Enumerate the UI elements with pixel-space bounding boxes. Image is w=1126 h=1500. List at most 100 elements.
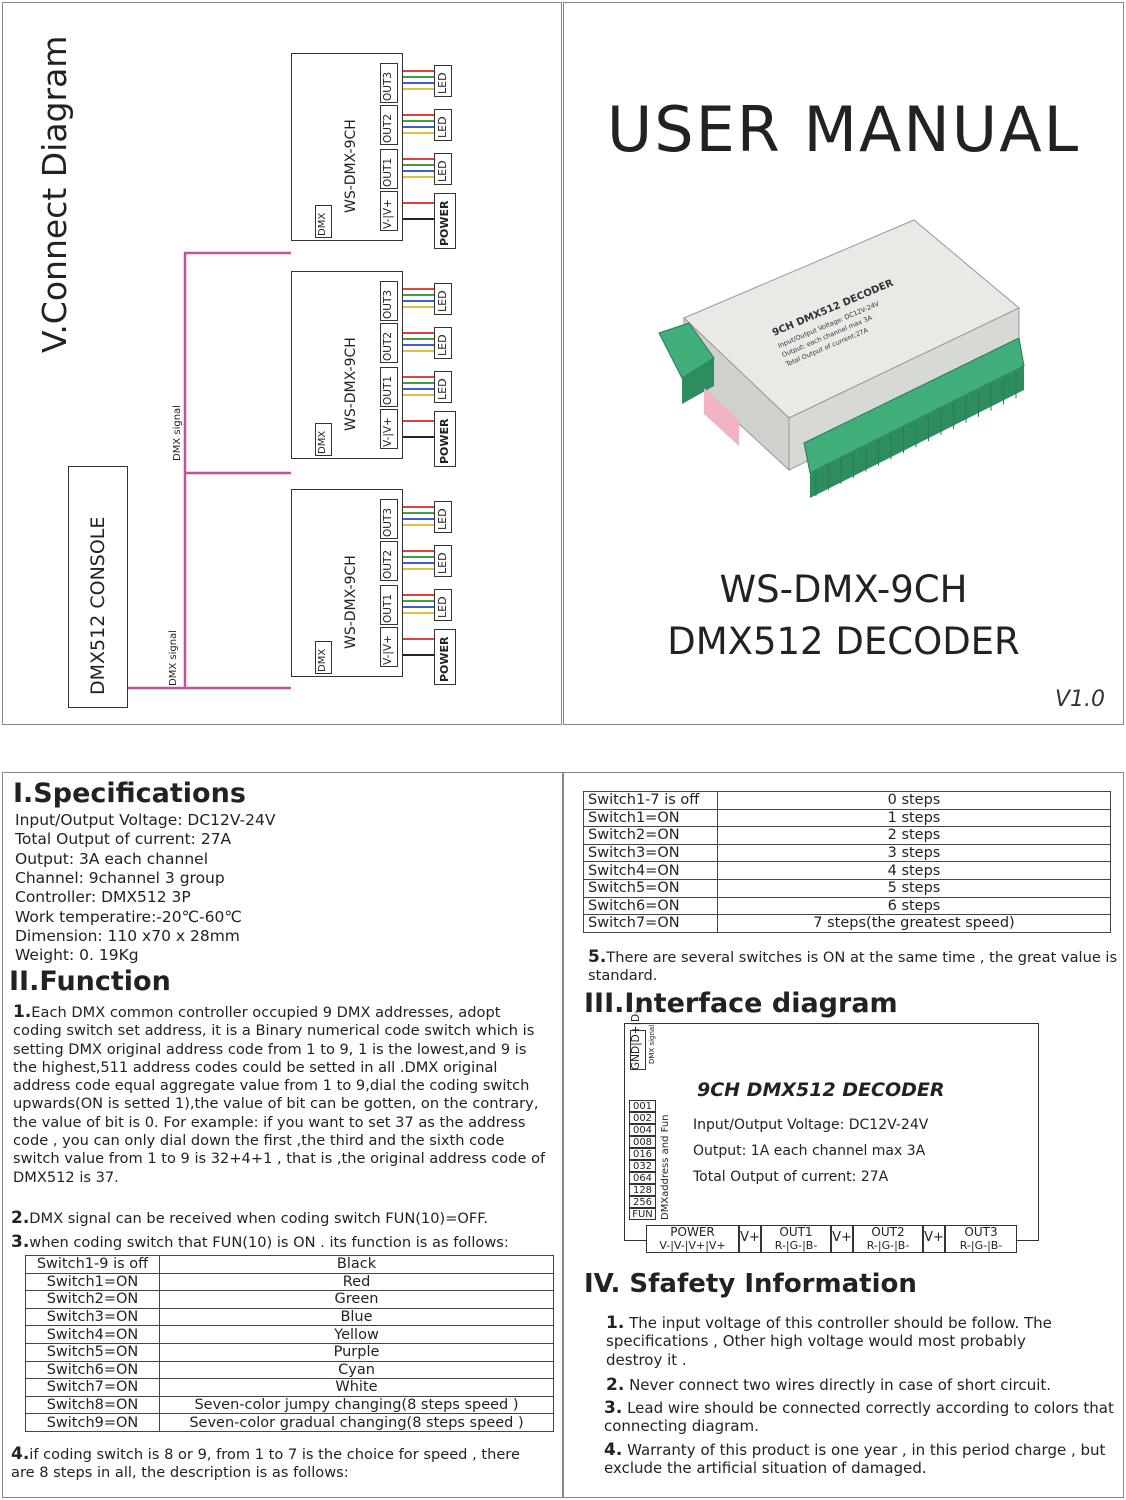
- address-switch-box: 032: [629, 1160, 656, 1172]
- table-cell-switch: Switch7=ON: [583, 914, 718, 933]
- table-cell-switch: Switch1=ON: [25, 1272, 160, 1292]
- safety-item-2: 2. Never connect two wires directly in c…: [606, 1375, 1052, 1395]
- spec-line: Controller: DMX512 3P: [15, 888, 191, 907]
- led-box: [434, 589, 452, 621]
- speed-note-text: There are several switches is ON at the …: [588, 949, 1118, 985]
- table-cell-switch: Switch2=ON: [583, 826, 718, 845]
- table-cell-value: 5 steps: [717, 878, 1111, 898]
- table-cell-value: Green: [159, 1290, 554, 1309]
- module-out1: [380, 367, 398, 407]
- function-item-2-text: DMX signal can be received when coding s…: [29, 1210, 488, 1227]
- module-out2-label: OUT2: [382, 331, 394, 361]
- table-cell-value: 4 steps: [717, 861, 1111, 880]
- table-cell-switch: Switch1-9 is off: [25, 1255, 160, 1274]
- table-cell-switch: Switch6=ON: [25, 1360, 160, 1380]
- function-item-4-num: 4.: [11, 1444, 30, 1464]
- power-supply-label: POWER: [438, 200, 451, 246]
- cover-panel: USER MANUAL 9CH DMX512 DECODER Input/Out…: [563, 2, 1124, 725]
- module-power-in: [380, 191, 398, 231]
- address-switch-box: 256: [629, 1196, 656, 1208]
- speed-note: 5.There are several switches is ON at th…: [588, 948, 1118, 986]
- module-dmx-label: DMX: [317, 212, 328, 236]
- function-item-3: 3.when coding switch that FUN(10) is ON …: [11, 1233, 563, 1252]
- module-out2-label: OUT2: [382, 549, 394, 579]
- led-box: [434, 283, 452, 315]
- cover-product: DMX512 DECODER: [667, 620, 1020, 663]
- module-out3: [380, 281, 398, 321]
- cover-model: WS-DMX-9CH: [719, 568, 968, 611]
- module-out2: [380, 105, 398, 145]
- spec-line: Total Output of current: 27A: [15, 830, 232, 849]
- table-cell-switch: Switch5=ON: [25, 1342, 160, 1362]
- module-out2: [380, 541, 398, 581]
- speed-note-num: 5.: [588, 947, 607, 967]
- table-cell-value: Red: [159, 1272, 554, 1292]
- interface-line-2: Output: 1A each channel max 3A: [693, 1143, 926, 1159]
- table-cell-value: Purple: [159, 1342, 554, 1362]
- led-box: [434, 501, 452, 533]
- table-cell-switch: Switch1=ON: [583, 808, 718, 828]
- power-supply-box: [434, 411, 456, 467]
- led-label: LED: [436, 596, 449, 618]
- connect-diagram-panel: V.Connect Diagram DMX512 CONSOLE DMX sig…: [2, 2, 562, 725]
- safety-item-3: 3. Lead wire should be connected correct…: [604, 1398, 1114, 1436]
- spec-line: Dimension: 110 x70 x 28mm: [15, 926, 240, 945]
- interface-heading: III.Interface diagram: [584, 988, 898, 1019]
- module-out2-label: OUT2: [382, 113, 394, 143]
- function-heading: II.Function: [9, 966, 171, 997]
- dmx-signal-label-lower: DMX signal: [168, 630, 179, 686]
- module-label: WS-DMX-9CH: [343, 555, 359, 649]
- vplus-terminal-3: V+: [923, 1225, 945, 1253]
- module-power-in: [380, 409, 398, 449]
- spec-line: Weight: 0. 19Kg: [15, 946, 139, 965]
- table-cell-value: Yellow: [159, 1325, 554, 1344]
- module-label: WS-DMX-9CH: [343, 337, 359, 431]
- table-cell-value: Cyan: [159, 1360, 554, 1380]
- address-switch-box: 001: [629, 1100, 656, 1112]
- led-box: [434, 327, 452, 359]
- function-item-4-text: if coding switch is 8 or 9, from 1 to 7 …: [11, 1446, 520, 1482]
- led-label: LED: [436, 72, 449, 94]
- table-cell-switch: Switch7=ON: [25, 1378, 160, 1397]
- led-label: LED: [436, 334, 449, 356]
- module-out1-label: OUT1: [382, 375, 394, 405]
- spec-heading: I.Specifications: [13, 778, 246, 809]
- power-supply-label: POWER: [438, 636, 451, 682]
- power-supply-box: [434, 629, 456, 685]
- spec-function-panel: I.Specifications Input/Output Voltage: D…: [2, 772, 563, 1498]
- led-label: LED: [436, 378, 449, 400]
- cover-title: USER MANUAL: [606, 93, 1081, 166]
- table-cell-value: 7 steps(the greatest speed): [717, 914, 1111, 933]
- spec-line: Input/Output Voltage: DC12V-24V: [15, 811, 276, 829]
- module-dmx-label: DMX: [317, 648, 328, 672]
- interface-title: 9CH DMX512 DECODER: [697, 1079, 945, 1101]
- table-cell-value: 3 steps: [717, 843, 1111, 863]
- function-item-2-num: 2.: [11, 1208, 30, 1228]
- led-label: LED: [436, 552, 449, 574]
- led-box: [434, 153, 452, 185]
- led-box: [434, 65, 452, 97]
- led-box: [434, 109, 452, 141]
- interface-line-1: Input/Output Voltage: DC12V-24V: [693, 1117, 929, 1133]
- table-cell-value: Blue: [159, 1307, 554, 1327]
- table-cell-value: 1 steps: [717, 808, 1111, 828]
- dmx-signal-label-upper: DMX signal: [172, 405, 183, 461]
- table-cell-value: Seven-color gradual changing(8 steps spe…: [159, 1413, 554, 1432]
- vplus-terminal-2: V+: [831, 1225, 853, 1253]
- out1-terminal: OUT1 R-|G-|B-: [761, 1225, 831, 1253]
- led-box: [434, 545, 452, 577]
- address-switch-box: 064: [629, 1172, 656, 1184]
- function-item-3-num: 3.: [11, 1232, 30, 1252]
- interface-line-3: Total Output of current: 27A: [693, 1169, 889, 1185]
- table-cell-switch: Switch3=ON: [25, 1307, 160, 1327]
